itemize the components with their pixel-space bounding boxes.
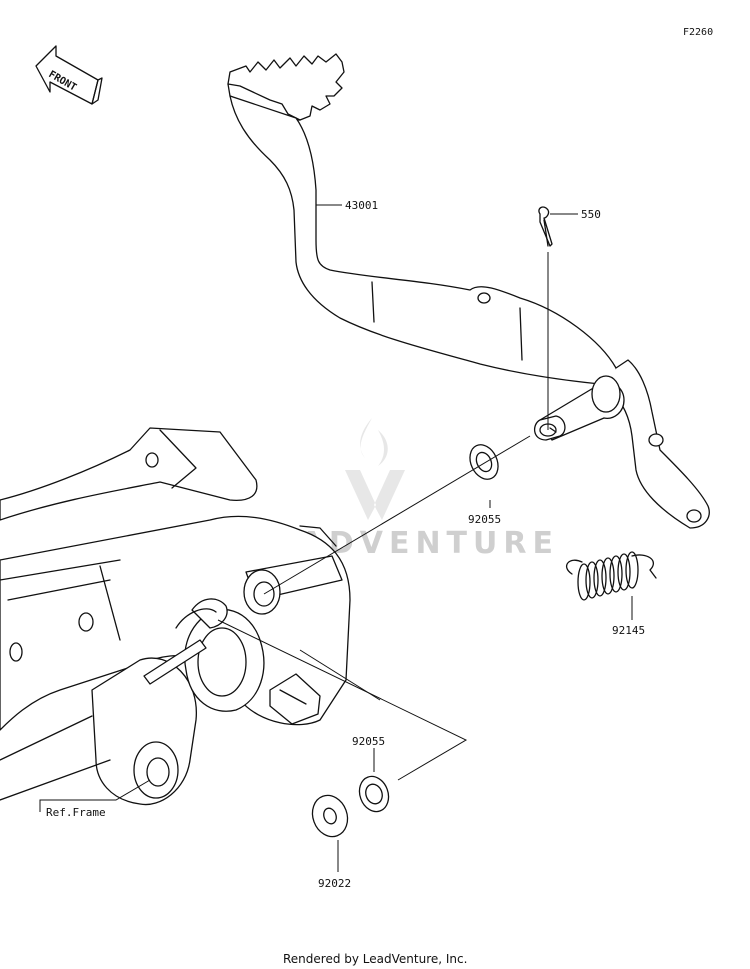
washer-upper [469,444,499,480]
diagram-code: F2260 [683,27,713,38]
washer-bottom [311,794,349,838]
label-washer-upper: 92055 [468,513,501,526]
label-frame-reference: Ref.Frame [46,806,106,819]
frame-reference [0,427,351,806]
leader-frame-pin [299,649,381,701]
cotter-pin [538,206,553,247]
label-washer-bottom: 92022 [318,877,351,890]
label-pedal: 43001 [345,199,378,212]
label-washer-lower: 92055 [352,735,385,748]
return-spring [566,551,657,601]
leader-axis-main [263,435,531,595]
footer-credit: Rendered by LeadVenture, Inc. [283,952,467,966]
leader-frame-reference [39,779,151,812]
watermark-logo [345,418,405,520]
front-arrow-icon: FRONT [35,45,103,105]
label-cotter-pin: 550 [581,208,601,221]
label-spring: 92145 [612,624,645,637]
leader-lower-washers [217,619,468,781]
washer-lower [358,775,390,813]
brake-pedal [227,53,710,529]
